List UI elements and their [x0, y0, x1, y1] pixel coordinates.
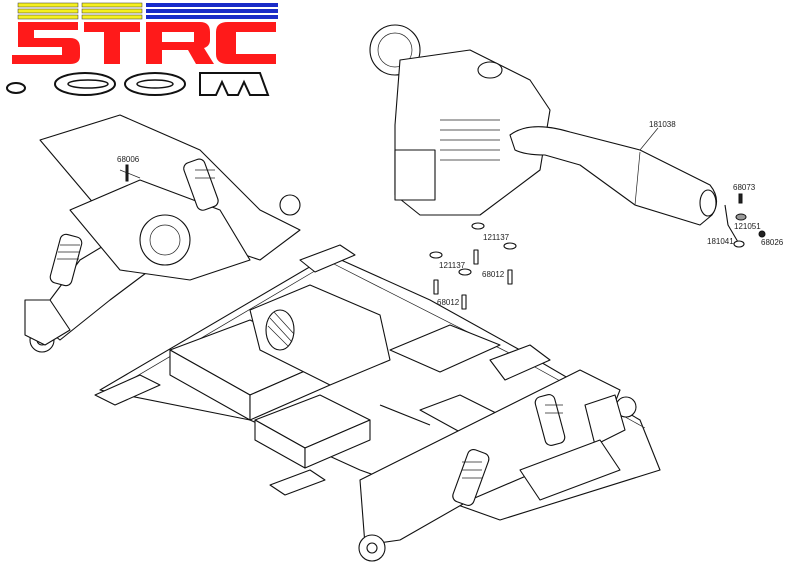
part-label: 68006 [117, 155, 140, 164]
chassis-arms [94, 244, 551, 496]
engine [369, 24, 551, 216]
part-label: 121051 [734, 222, 761, 231]
fuel-tank [249, 284, 391, 386]
part-label: 181038 [649, 120, 676, 129]
part-label: 121137 [483, 233, 510, 242]
logo-stripes-blue [146, 3, 278, 19]
logo [6, 2, 278, 96]
logo-5trc [12, 22, 276, 64]
rear-suspension [24, 114, 301, 353]
logo-stripes-yellow [17, 2, 143, 20]
part-label: 121137 [439, 261, 466, 270]
part-label: 68026 [761, 238, 784, 247]
part-label: 68073 [733, 183, 756, 192]
hardware [125, 164, 766, 310]
front-suspension [358, 369, 637, 562]
exhaust-pipe [509, 126, 718, 226]
part-label: 68012 [482, 270, 505, 279]
part-label: 181041 [707, 237, 734, 246]
logo-dotcom [6, 72, 270, 96]
part-label: 68012 [437, 298, 460, 307]
